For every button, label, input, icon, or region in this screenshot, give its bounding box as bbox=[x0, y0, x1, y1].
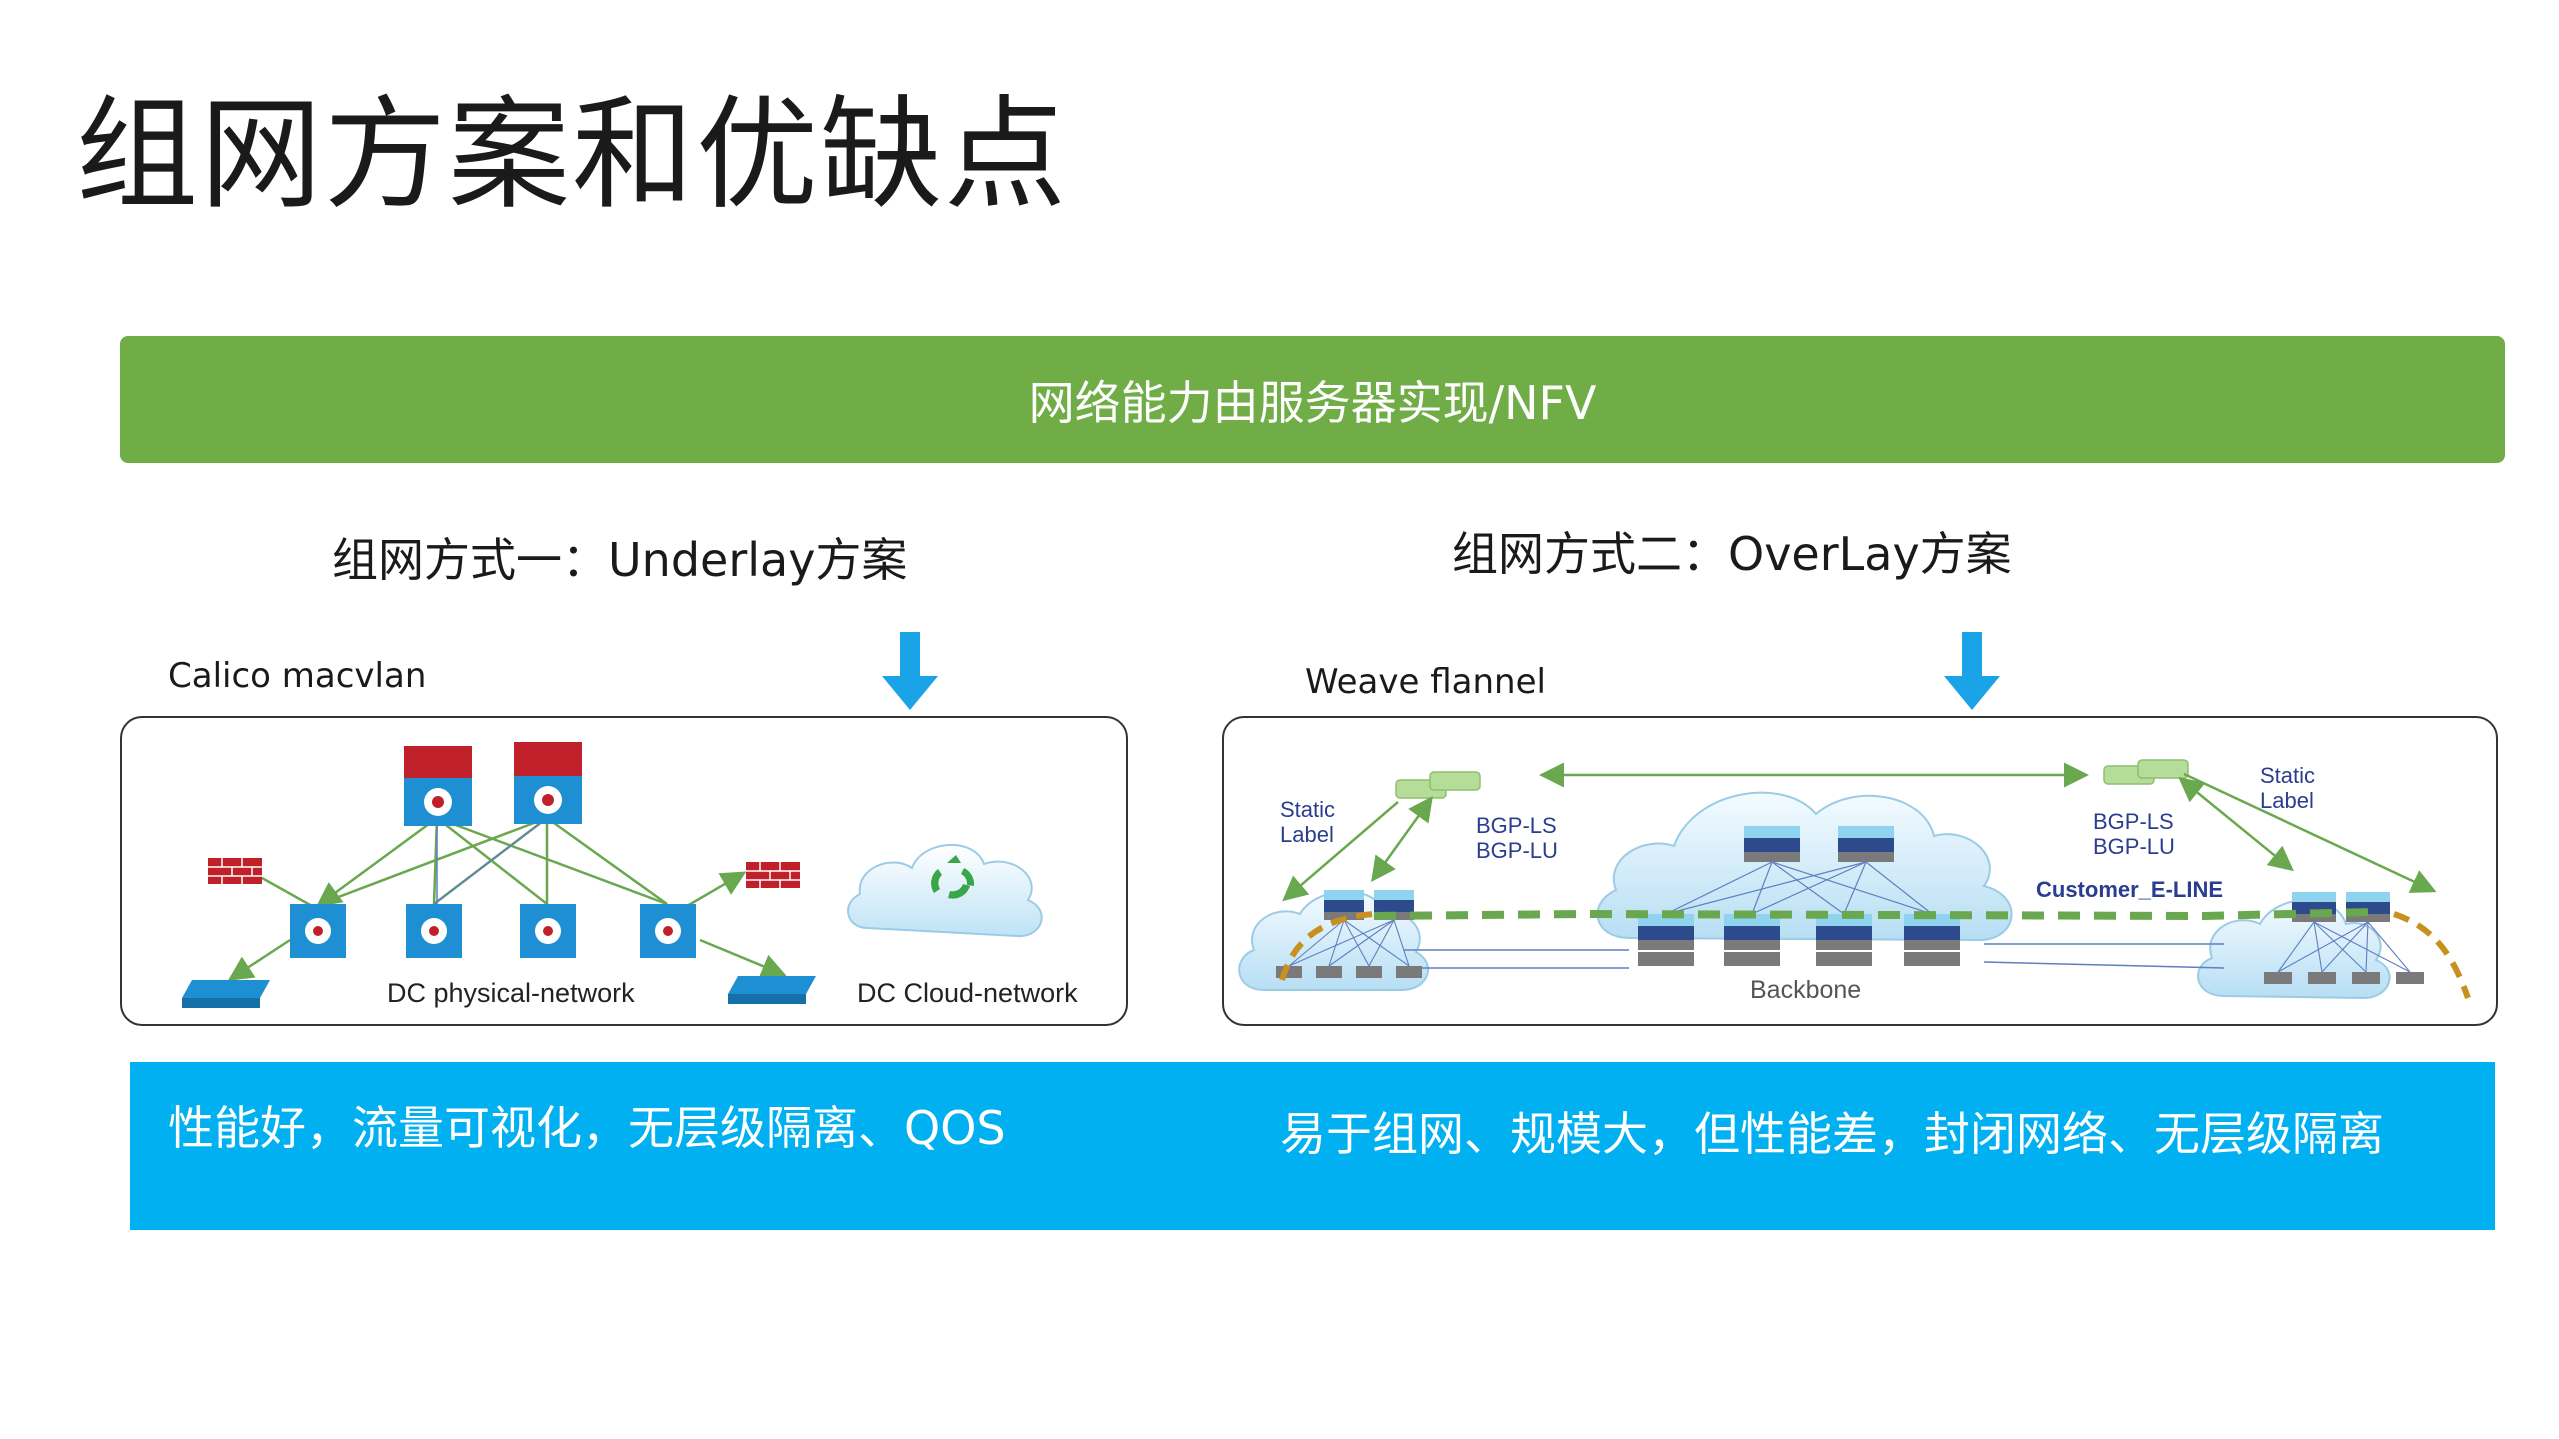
nfv-banner-text: 网络能力由服务器实现/NFV bbox=[1028, 375, 1597, 430]
bgp-label-left-line1: BGP-LS bbox=[1476, 813, 1557, 838]
bgp-label-right-line1: BGP-LS bbox=[2093, 809, 2174, 834]
bgp-label-left-line2: BGP-LU bbox=[1476, 837, 1558, 863]
physical-network-label: DC physical-network bbox=[387, 978, 635, 1008]
down-arrow-icon bbox=[1944, 632, 2000, 710]
static-label-left-line1: Static bbox=[1280, 797, 1336, 822]
underlay-diagram: DC physical-network DC Cloud-network bbox=[120, 716, 1128, 1026]
down-arrow-icon bbox=[882, 632, 938, 710]
pros-cons-bar: 性能好，流量可视化，无层级隔离、QOS 易于组网、规模大，但性能差，封闭网络、无… bbox=[130, 1062, 2495, 1230]
backbone-label: Backbone bbox=[1750, 976, 1862, 1004]
customer-eline-label: Customer_E-LINE bbox=[2036, 877, 2224, 902]
overlay-heading: 组网方式二：OverLay方案 bbox=[1452, 527, 2012, 581]
underlay-pros-cons: 性能好，流量可视化，无层级隔离、QOS bbox=[168, 1101, 1006, 1155]
nfv-banner: 网络能力由服务器实现/NFV bbox=[120, 336, 2505, 463]
page-title: 组网方案和优缺点 bbox=[76, 84, 1068, 226]
bgp-label-right: BGP-LS BGP-LU bbox=[2093, 809, 2175, 859]
static-label-right: Static Label bbox=[2260, 763, 2316, 813]
underlay-heading: 组网方式一：Underlay方案 bbox=[332, 533, 908, 587]
overlay-tags: Weave flannel bbox=[1305, 662, 1546, 702]
bgp-label-right-line2: BGP-LU bbox=[2093, 833, 2175, 859]
cloud-network-label: DC Cloud-network bbox=[857, 978, 1078, 1008]
overlay-diagram: Static Label BGP-LS BGP-LU BGP-LS BGP-LU… bbox=[1222, 716, 2498, 1026]
static-label-right-line2: Label bbox=[2260, 787, 2314, 813]
static-label-left: Static Label bbox=[1280, 797, 1336, 847]
static-label-left-line2: Label bbox=[1280, 821, 1334, 847]
overlay-pros-cons: 易于组网、规模大，但性能差，封闭网络、无层级隔离 bbox=[1280, 1107, 2384, 1161]
underlay-tags: Calico macvlan bbox=[168, 656, 427, 696]
static-label-right-line1: Static bbox=[2260, 763, 2316, 788]
bgp-label-left: BGP-LS BGP-LU bbox=[1476, 813, 1558, 863]
